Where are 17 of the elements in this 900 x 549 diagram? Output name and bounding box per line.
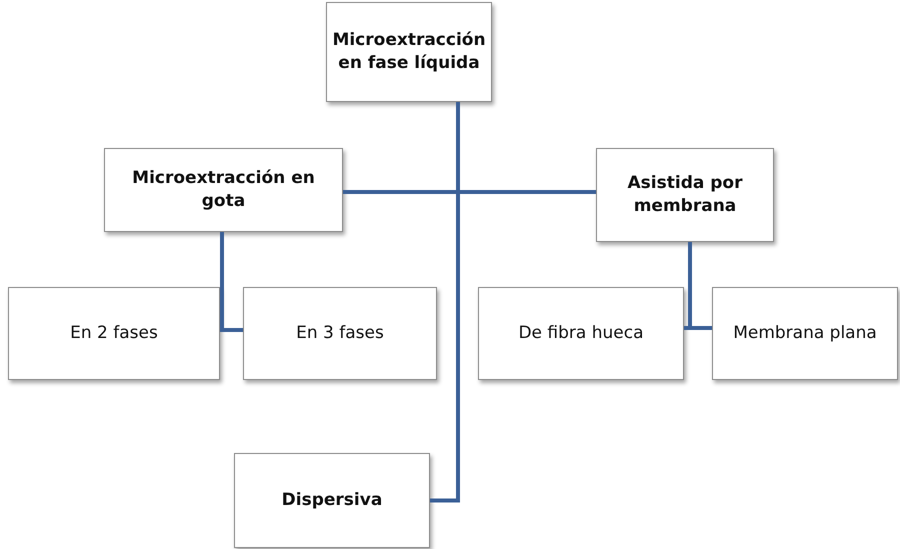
box-label: Membrana plana — [733, 322, 877, 345]
text-box — [326, 2, 492, 102]
connector-line — [430, 102, 460, 502]
box-label: Asistida por membrana — [626, 172, 744, 218]
text-box — [234, 453, 430, 548]
text-box — [712, 287, 898, 380]
text-box — [596, 148, 774, 242]
text-box — [8, 287, 220, 380]
text-box — [104, 148, 343, 232]
box-label: Dispersiva — [282, 489, 382, 512]
box-label: En 2 fases — [70, 322, 158, 345]
box-label: Microextracción en gota — [131, 167, 316, 213]
box-label: De fibra hueca — [518, 322, 644, 345]
text-box — [243, 287, 437, 380]
text-box — [478, 287, 684, 380]
box-label: En 3 fases — [296, 322, 384, 345]
box-label: Microextracción en fase líquida — [332, 29, 486, 75]
